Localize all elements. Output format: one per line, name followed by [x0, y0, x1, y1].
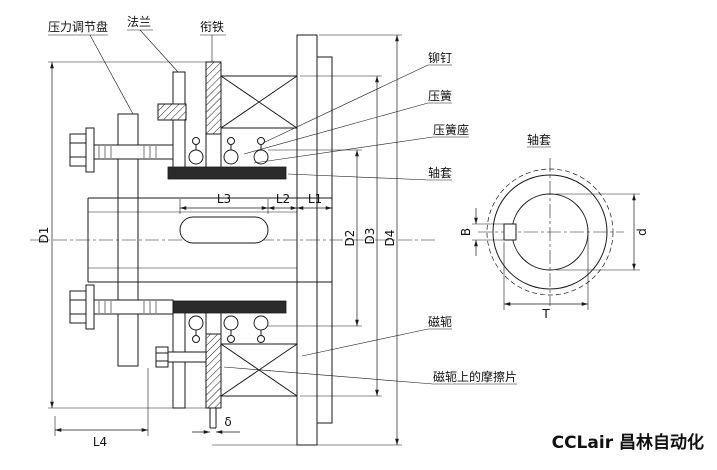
label-yoke: 磁轭: [428, 314, 452, 329]
dim-l3: L3: [217, 192, 231, 206]
coil-box-top: [220, 75, 298, 129]
label-yoke-friction: 磁轭上的摩擦片: [433, 369, 517, 384]
dim-l2: L2: [276, 192, 290, 206]
label-sleeve: 轴套: [428, 165, 452, 180]
friction-strip-top: [167, 166, 287, 180]
air-gap-stem: [209, 408, 217, 429]
dim-d2: D2: [343, 230, 357, 247]
flange-tab-top: [157, 103, 187, 121]
label-pressure-disc: 压力调节盘: [48, 19, 108, 34]
label-spring: 压簧: [428, 88, 452, 103]
armature-bar-bottom: [205, 333, 222, 409]
main-section-view: [69, 34, 333, 446]
rivets-and-springs-bottom: [188, 315, 269, 343]
dim-delta: δ: [224, 415, 231, 429]
dim-b: B: [459, 228, 473, 236]
shaft: [87, 197, 332, 283]
center-lines: [30, 158, 624, 306]
sleeve-end-view: [472, 168, 640, 310]
labels: 压力调节盘 法兰 衔铁 铆钉 压簧 压簧座 轴套 磁轭 磁轭上的摩擦片 轴套 D…: [37, 15, 649, 449]
dim-t: T: [541, 307, 550, 321]
dim-d1: D1: [37, 227, 51, 244]
label-sleeve-view-title: 轴套: [527, 132, 551, 147]
label-rivet: 铆钉: [428, 50, 452, 65]
leader-lines: [48, 29, 551, 385]
adjust-bolt-top: [69, 127, 174, 173]
adjust-bolt-bottom: [69, 284, 174, 330]
label-armature: 衔铁: [200, 20, 224, 34]
friction-strip-bottom: [167, 300, 287, 314]
keyway-slot: [179, 216, 269, 244]
dim-l4: L4: [93, 435, 107, 449]
flange-plate-top: [172, 71, 186, 173]
yoke-bolt: [155, 346, 207, 368]
dim-l1: L1: [308, 192, 322, 206]
sleeve-keyway: [503, 223, 517, 241]
armature-bar-top: [205, 61, 222, 135]
rivets-and-springs-top: [188, 137, 269, 165]
label-spring-seat: 压簧座: [433, 122, 469, 137]
dim-d-small: d: [635, 228, 649, 236]
sleeve-outer-phantom-circle: [486, 168, 614, 296]
pressure-adjust-disc: [117, 113, 139, 367]
dimension-lines: [48, 34, 402, 446]
sleeve-outer-circle: [492, 174, 608, 290]
label-flange: 法兰: [127, 15, 151, 29]
dim-d3: D3: [363, 228, 377, 245]
dim-d4: D4: [383, 230, 397, 247]
brand-text: CCLair 昌林自动化: [552, 432, 704, 453]
